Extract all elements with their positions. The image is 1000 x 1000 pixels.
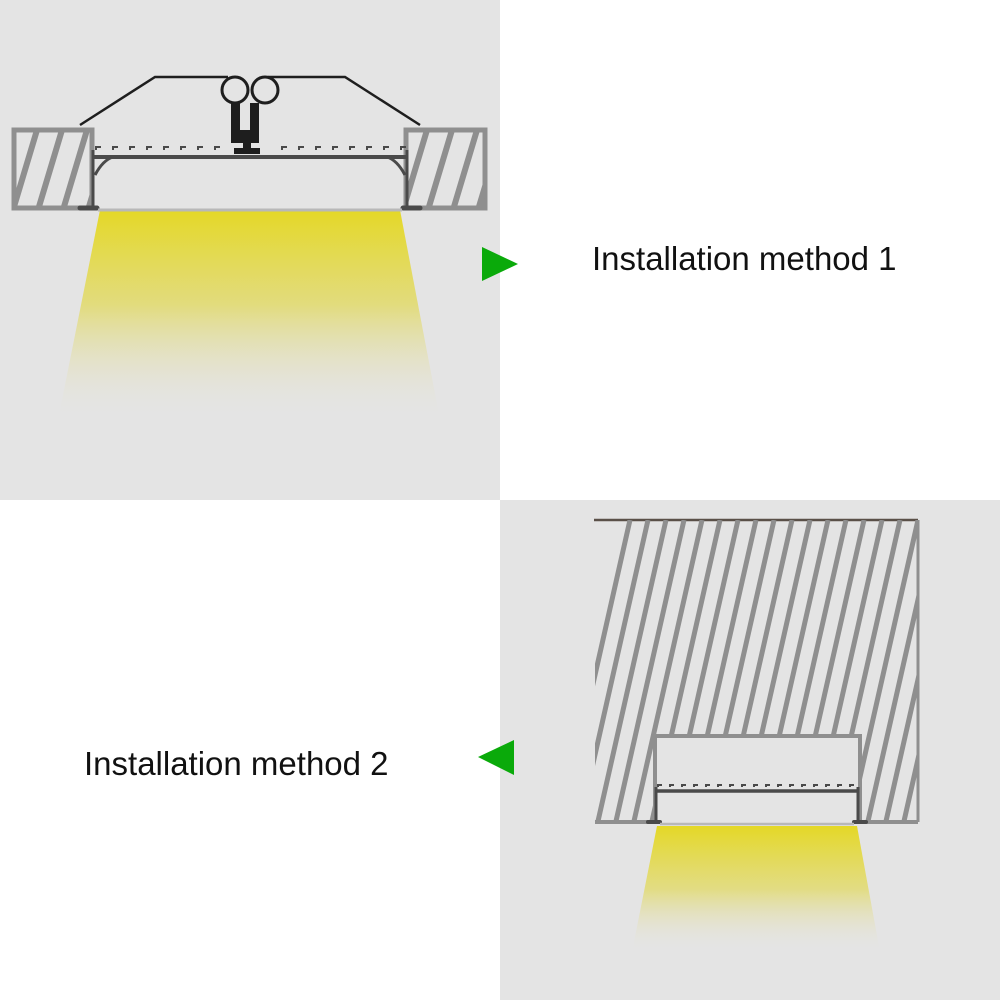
aluminum-profile [646,784,868,824]
method-1-diagram-panel [0,0,500,500]
triangle-left-icon [478,740,514,775]
method-2-label: Installation method 2 [84,745,389,782]
method-1-label: Installation method 1 [592,240,897,277]
aluminum-profile [77,146,423,211]
light-beam [58,210,440,420]
method-1-label-panel [500,0,1000,500]
method-1-diagram [11,75,488,420]
ceiling-hatched [594,518,920,824]
light-beam [632,826,880,952]
method-2-diagram-panel [500,500,1000,1000]
spring-clip [79,75,421,154]
wall-left [11,127,95,211]
wall-right [403,127,488,211]
method-2-label-panel [0,500,500,1000]
method-2-diagram [594,518,920,952]
triangle-right-icon [482,247,518,281]
